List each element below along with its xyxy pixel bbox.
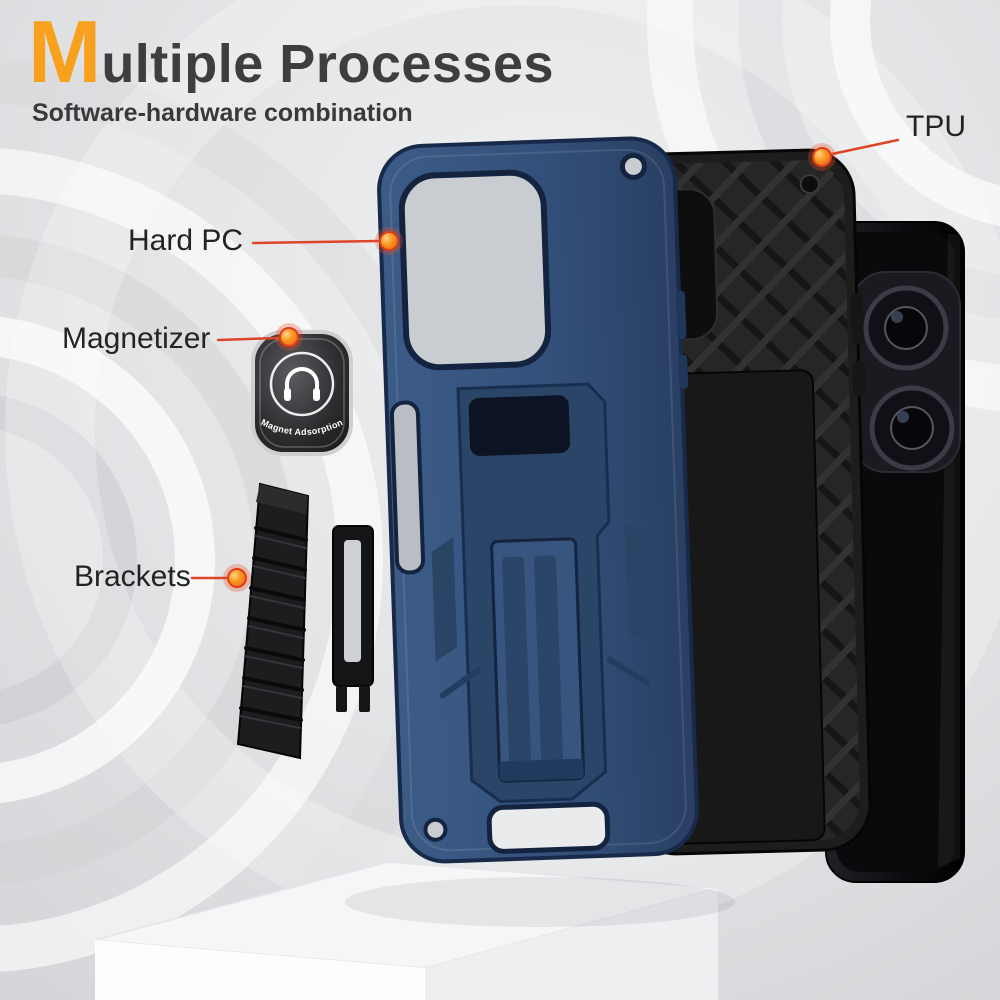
magnetizer-disc: Magnet Adsorption xyxy=(251,330,353,456)
hard-pc-label: Hard PC xyxy=(128,224,244,257)
headset-icon xyxy=(284,367,320,401)
camera-lens-icon xyxy=(863,285,949,371)
brackets-label: Brackets xyxy=(74,560,191,593)
tpu-label: TPU xyxy=(906,110,966,143)
hard-pc-callout-line xyxy=(251,239,380,245)
magnetizer-callout-dot-icon xyxy=(275,323,303,351)
display-pedestal xyxy=(94,861,735,1000)
title-rest: ultiple Processes xyxy=(101,34,555,94)
camera-lens-icon xyxy=(869,385,955,471)
brackets-callout-dot-icon xyxy=(223,564,251,592)
camera-cutout xyxy=(398,169,552,371)
bracket-stand xyxy=(236,482,310,760)
hard-pc-case xyxy=(377,136,699,864)
magnetizer-label: Magnetizer xyxy=(62,322,211,355)
bottom-cutout xyxy=(486,801,611,854)
bracket-clip xyxy=(332,525,374,712)
hard-pc-callout-dot-icon xyxy=(375,227,403,255)
callouts-overlay xyxy=(190,138,900,592)
tpu-callout-dot-icon xyxy=(808,143,836,171)
subtitle: Software-hardware combination xyxy=(32,99,413,127)
kickstand xyxy=(456,382,611,803)
title-lead-letter: M xyxy=(28,2,102,101)
side-cutout xyxy=(389,400,426,575)
magnetizer-callout-line xyxy=(216,336,280,342)
tpu-callout-line xyxy=(830,138,900,156)
